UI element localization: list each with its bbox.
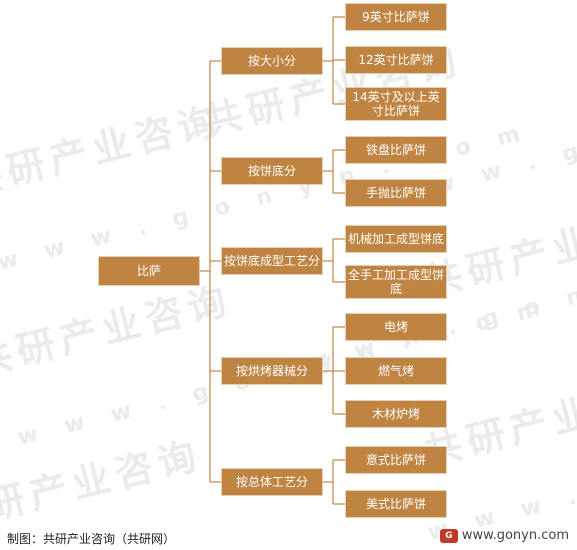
leaf-label: 意式比萨饼 <box>365 453 426 467</box>
root-node: 比萨 <box>98 256 200 286</box>
site-url: www.gonyn.com <box>461 528 569 543</box>
leaf-label: 14英寸及以上英寸比萨饼 <box>352 90 440 118</box>
leaf-node: 铁盘比萨饼 <box>345 136 447 164</box>
category-node-crust-process: 按饼底成型工艺分 <box>221 247 323 275</box>
category-label: 按总体工艺分 <box>235 475 308 489</box>
category-label: 按大小分 <box>247 54 296 68</box>
category-label: 按饼底成型工艺分 <box>223 254 320 268</box>
leaf-label: 燃气烤 <box>377 364 414 378</box>
leaf-node: 机械加工成型饼底 <box>345 225 447 253</box>
leaf-label: 铁盘比萨饼 <box>365 143 426 157</box>
leaf-node: 12英寸比萨饼 <box>345 46 447 74</box>
leaf-label: 木材炉烤 <box>371 407 420 421</box>
leaf-node: 燃气烤 <box>345 357 447 385</box>
category-node-baking: 按烘烤器械分 <box>221 357 323 385</box>
leaf-label: 9英寸比萨饼 <box>362 10 430 24</box>
leaf-label: 美式比萨饼 <box>365 497 426 511</box>
leaf-node: 手抛比萨饼 <box>345 179 447 207</box>
leaf-node: 木材炉烤 <box>345 400 447 428</box>
leaf-node: 14英寸及以上英寸比萨饼 <box>345 87 447 121</box>
category-node-crust: 按饼底分 <box>221 157 323 185</box>
leaf-node: 全手工加工成型饼底 <box>345 265 447 299</box>
leaf-label: 电烤 <box>383 320 408 334</box>
category-node-size: 按大小分 <box>221 47 323 75</box>
source-caption: 制图：共研产业咨询（共研网） <box>7 532 176 546</box>
leaf-node: 9英寸比萨饼 <box>345 3 447 31</box>
leaf-node: 美式比萨饼 <box>345 490 447 518</box>
category-label: 按饼底分 <box>247 164 296 178</box>
leaf-label: 12英寸比萨饼 <box>358 53 434 67</box>
leaf-node: 意式比萨饼 <box>345 446 447 474</box>
root-node-label: 比萨 <box>136 264 161 278</box>
leaf-node: 电烤 <box>345 313 447 341</box>
leaf-label: 手抛比萨饼 <box>365 186 426 200</box>
leaf-label: 全手工加工成型饼底 <box>347 268 444 296</box>
gonyn-logo-icon: G <box>439 528 458 543</box>
site-credit: G www.gonyn.com <box>439 528 569 543</box>
category-node-overall-process: 按总体工艺分 <box>221 468 323 496</box>
leaf-label: 机械加工成型饼底 <box>347 232 444 246</box>
category-label: 按烘烤器械分 <box>235 364 308 378</box>
